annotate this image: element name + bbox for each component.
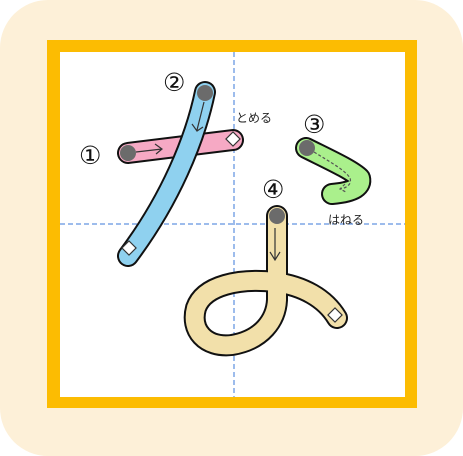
stroke-number-4: ④ [262,175,284,204]
stroke-number-2: ② [163,68,185,97]
annotation-haneru: はねる [328,213,364,227]
start-dot-icon [269,208,285,224]
start-dot-icon [120,145,136,161]
start-dot-icon [197,85,213,101]
start-dot-icon [299,140,315,156]
annotation-tomeru: とめる [236,111,272,125]
stroke-number-1: ① [79,141,101,170]
stroke-number-3: ③ [303,110,325,139]
